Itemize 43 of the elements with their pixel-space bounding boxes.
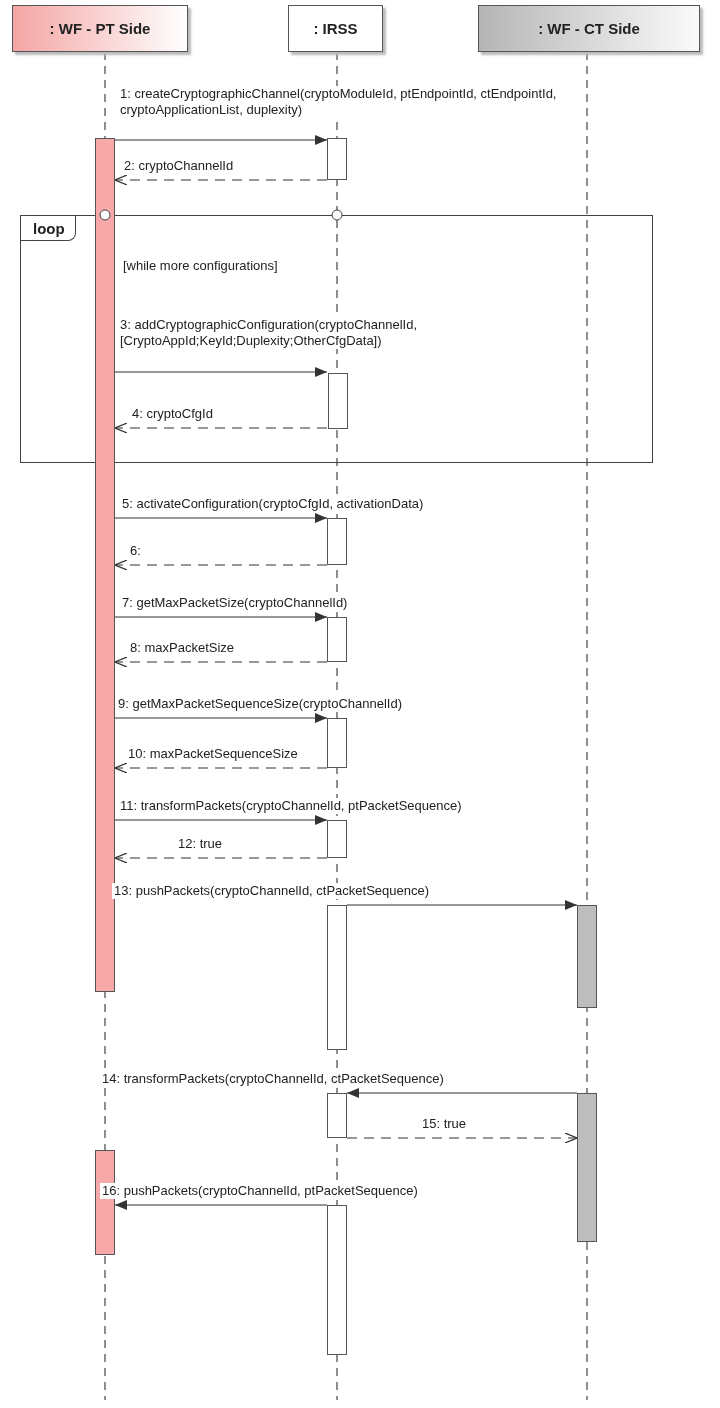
- message-arrow: [114, 713, 328, 723]
- activation-bar: [327, 905, 347, 1050]
- edge-label: 4: cryptoCfgId: [130, 406, 215, 422]
- return-arrow: [114, 762, 328, 774]
- edge-label: 16: pushPackets(cryptoChannelId, ptPacketSequence): [100, 1183, 420, 1199]
- activation-bar: [577, 905, 597, 1008]
- return-arrow: [114, 559, 328, 571]
- edge-label: 14: transformPackets(cryptoChannelId, ctPacketSequence): [100, 1071, 446, 1087]
- return-arrow: [114, 852, 328, 864]
- message-arrow: [114, 513, 328, 523]
- return-arrow: [114, 174, 328, 186]
- frame-operator-tab: loop: [21, 216, 76, 241]
- activation-bar: [327, 518, 347, 565]
- activation-bar: [328, 373, 348, 429]
- message-arrow: [346, 1088, 578, 1098]
- message-arrow: [114, 815, 328, 825]
- edge-label: 2: cryptoChannelId: [122, 158, 236, 174]
- message-arrow: [114, 135, 328, 145]
- return-arrow: [114, 656, 328, 668]
- activation-bar: [327, 718, 347, 768]
- return-arrow: [114, 422, 328, 434]
- activation-bar: [327, 138, 347, 180]
- message-arrow: [114, 1200, 328, 1210]
- guard-condition: [while more configurations]: [123, 258, 278, 273]
- lifeline-head: : WF - CT Side: [478, 5, 700, 52]
- edge-label: 9: getMaxPacketSequenceSize(cryptoChannelId): [116, 696, 404, 712]
- lifeline-head: : IRSS: [288, 5, 383, 52]
- edge-label: 11: transformPackets(cryptoChannelId, ptPacketSequence): [118, 798, 464, 814]
- message-arrow: [346, 900, 578, 910]
- return-arrow: [346, 1132, 578, 1144]
- activation-bar: [95, 138, 115, 992]
- edge-label: 7: getMaxPacketSize(cryptoChannelId): [120, 595, 350, 611]
- edge-label: 13: pushPackets(cryptoChannelId, ctPacketSequence): [112, 883, 432, 899]
- activation-bar: [327, 820, 347, 858]
- message-arrow: [114, 612, 328, 622]
- message-arrow: [114, 367, 328, 377]
- activation-bar: [327, 617, 347, 662]
- activation-bar: [327, 1205, 347, 1355]
- lifeline-head: : WF - PT Side: [12, 5, 188, 52]
- edge-label: 5: activateConfiguration(cryptoCfgId, activationData): [120, 496, 426, 512]
- activation-bar: [327, 1093, 347, 1138]
- activation-bar: [577, 1093, 597, 1242]
- edge-label: 10: maxPacketSequenceSize: [126, 746, 300, 762]
